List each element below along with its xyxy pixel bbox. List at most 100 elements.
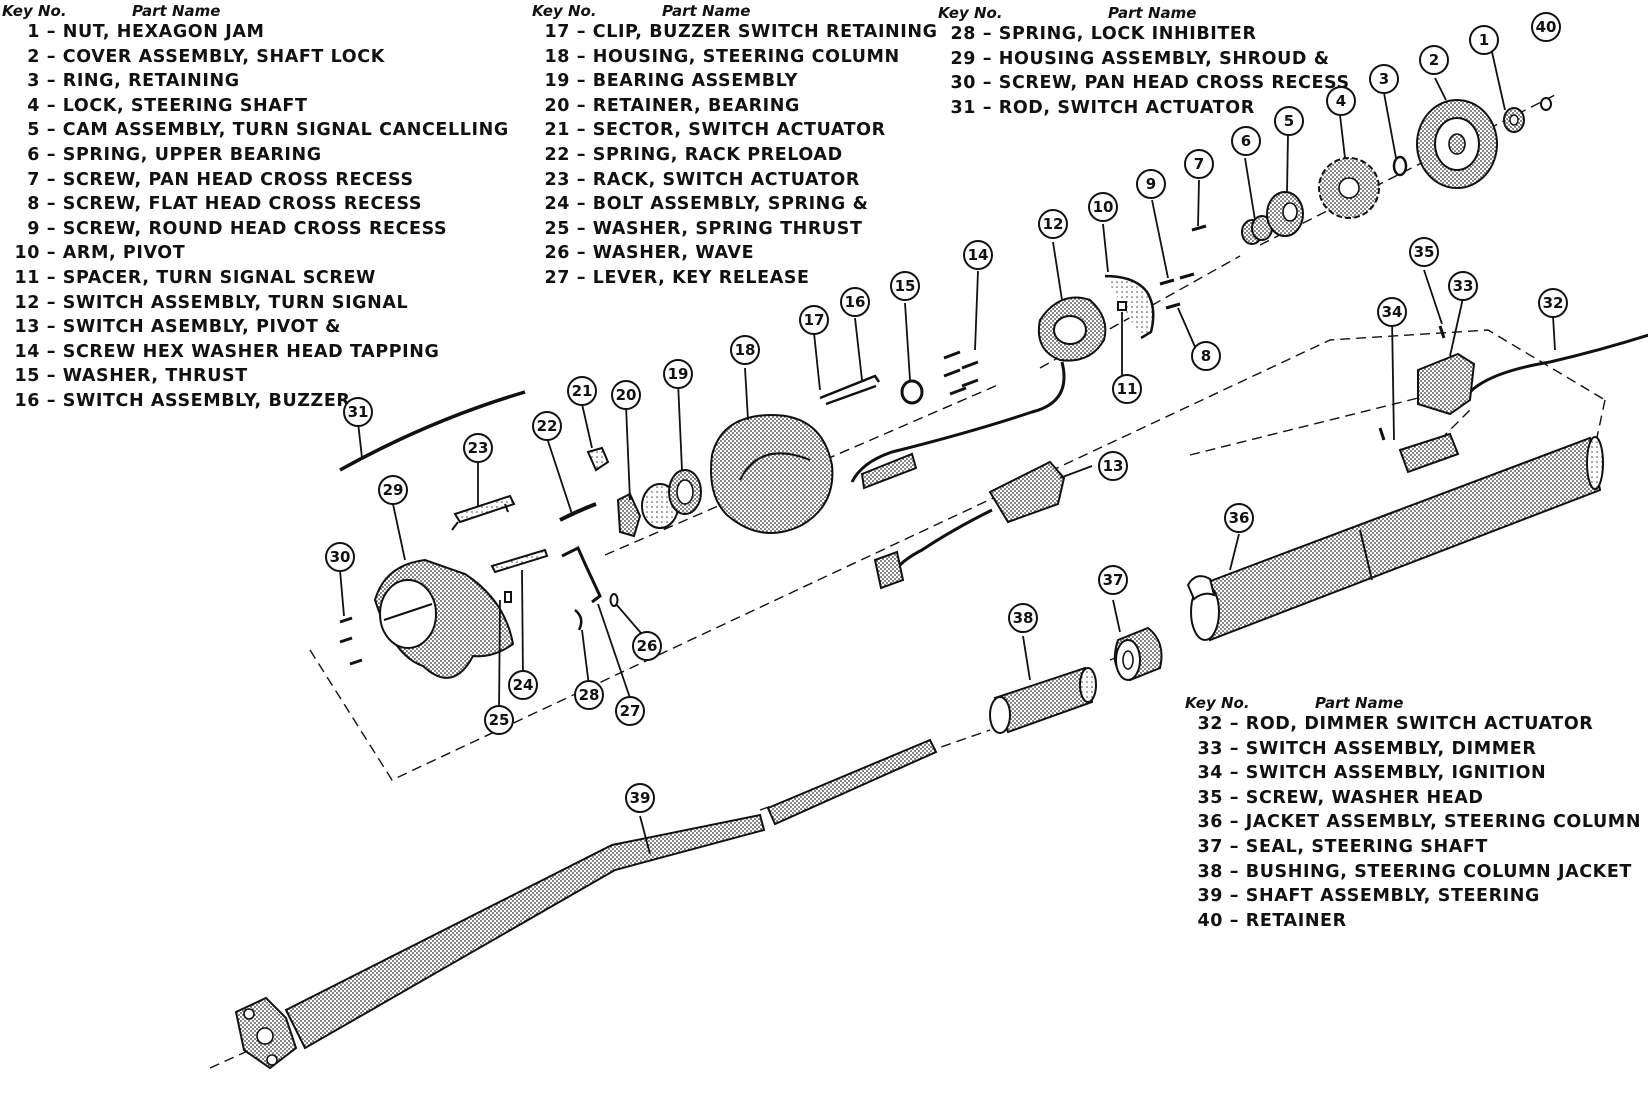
legend-part-name: RETAINER, BEARING bbox=[592, 95, 800, 116]
legend-key-number: 33 bbox=[1197, 738, 1223, 759]
callout-24: 24 bbox=[508, 670, 538, 700]
legend-item: 17 – CLIP, BUZZER SWITCH RETAINING bbox=[532, 22, 938, 47]
callout-35-label: 35 bbox=[1414, 243, 1435, 261]
callout-31: 31 bbox=[343, 397, 373, 427]
callout-7: 7 bbox=[1184, 149, 1214, 179]
legend-key-number: 1 bbox=[27, 22, 40, 42]
legend-item: 11 – SPACER, TURN SIGNAL SCREW bbox=[2, 268, 509, 293]
legend-part-name: SCREW, ROUND HEAD CROSS RECESS bbox=[62, 218, 448, 239]
callout-39: 39 bbox=[625, 783, 655, 813]
legend-part-name: SPRING, LOCK INHIBITER bbox=[998, 24, 1257, 44]
legend-separator: – bbox=[40, 317, 63, 338]
legend-header-key: Key No. bbox=[1185, 694, 1250, 712]
steering-shaft-seal bbox=[1114, 626, 1163, 682]
legend-header: Key No. Part Name bbox=[1185, 694, 1641, 714]
legend-item: 13 – SWITCH ASEMBLY, PIVOT & bbox=[2, 317, 509, 342]
callout-21-label: 21 bbox=[572, 382, 593, 400]
legend-separator: – bbox=[40, 366, 63, 387]
callout-28: 28 bbox=[574, 680, 604, 710]
callout-2: 2 bbox=[1419, 45, 1449, 75]
legend-separator: – bbox=[976, 24, 999, 44]
flat-head-screw bbox=[1165, 302, 1181, 310]
legend-header-key: Key No. bbox=[2, 2, 67, 20]
legend-header-part: Part Name bbox=[1108, 4, 1197, 22]
legend-item: 32 – ROD, DIMMER SWITCH ACTUATOR bbox=[1185, 714, 1641, 739]
callout-30: 30 bbox=[325, 542, 355, 572]
legend-item: 10 – ARM, PIVOT bbox=[2, 243, 509, 268]
callout-21: 21 bbox=[567, 376, 597, 406]
callout-20: 20 bbox=[611, 380, 641, 410]
legend-separator: – bbox=[40, 46, 63, 67]
legend-separator: – bbox=[40, 341, 63, 362]
legend-item: 40 – RETAINER bbox=[1185, 911, 1641, 936]
legend-part-name: SCREW, PAN HEAD CROSS RECESS bbox=[62, 169, 414, 190]
rack-preload-spring bbox=[559, 502, 597, 522]
legend-item: 26 – WASHER, WAVE bbox=[532, 243, 938, 268]
legend-block-4: Key No. Part Name 32 – ROD, DIMMER SWITCH… bbox=[1185, 694, 1641, 935]
upper-bearing-spring bbox=[1241, 215, 1273, 245]
legend-item: 30 – SCREW, PAN HEAD CROSS RECESS bbox=[938, 73, 1350, 98]
callout-15: 15 bbox=[890, 271, 920, 301]
wave-washer bbox=[609, 593, 619, 607]
legend-separator: – bbox=[570, 144, 593, 165]
legend-item: 20 – RETAINER, BEARING bbox=[532, 96, 938, 121]
callout-40-label: 40 bbox=[1536, 18, 1557, 36]
legend-item: 23 – RACK, SWITCH ACTUATOR bbox=[532, 170, 938, 195]
legend-item: 15 – WASHER, THRUST bbox=[2, 366, 509, 391]
callout-28-label: 28 bbox=[579, 686, 600, 704]
retainer bbox=[1540, 97, 1552, 111]
legend-part-name: ROD, SWITCH ACTUATOR bbox=[998, 97, 1255, 118]
callout-18-label: 18 bbox=[735, 341, 756, 359]
legend-part-name: SPRING, RACK PRELOAD bbox=[592, 144, 843, 165]
legend-key-number: 3 bbox=[27, 71, 40, 92]
legend-key-number: 24 bbox=[544, 194, 570, 215]
legend-separator: – bbox=[40, 194, 63, 215]
legend-key-number: 27 bbox=[544, 267, 570, 288]
legend-key-number: 34 bbox=[1197, 763, 1223, 784]
round-head-screws bbox=[1159, 272, 1195, 286]
callout-3-label: 3 bbox=[1379, 70, 1389, 88]
legend-item: 14 – SCREW HEX WASHER HEAD TAPPING bbox=[2, 342, 509, 367]
callout-1: 1 bbox=[1469, 25, 1499, 55]
legend-key-number: 8 bbox=[27, 194, 40, 215]
legend-separator: – bbox=[1223, 812, 1246, 833]
buzzer-switch bbox=[819, 374, 881, 406]
callout-19-label: 19 bbox=[668, 365, 689, 383]
legend-key-number: 37 bbox=[1197, 836, 1223, 857]
legend-separator: – bbox=[40, 120, 63, 141]
legend-item: 34 – SWITCH ASSEMBLY, IGNITION bbox=[1185, 763, 1641, 788]
callout-9: 9 bbox=[1136, 169, 1166, 199]
legend-separator: – bbox=[570, 95, 593, 116]
callout-29: 29 bbox=[378, 475, 408, 505]
legend-header-part: Part Name bbox=[1315, 694, 1404, 712]
callout-9-label: 9 bbox=[1146, 175, 1156, 193]
legend-key-number: 28 bbox=[950, 24, 976, 44]
callout-35: 35 bbox=[1409, 237, 1439, 267]
callout-17-label: 17 bbox=[804, 311, 825, 329]
callout-36-label: 36 bbox=[1229, 509, 1250, 527]
callout-20-label: 20 bbox=[616, 386, 637, 404]
legend-key-number: 26 bbox=[544, 243, 570, 264]
legend-key-number: 11 bbox=[14, 267, 40, 288]
legend-part-name: SCREW, WASHER HEAD bbox=[1245, 787, 1484, 808]
legend-key-number: 4 bbox=[27, 95, 40, 116]
legend-part-name: ARM, PIVOT bbox=[62, 243, 186, 264]
legend-item: 24 – BOLT ASSEMBLY, SPRING & bbox=[532, 194, 938, 219]
legend-part-name: HOUSING, STEERING COLUMN bbox=[592, 46, 900, 67]
legend-key-number: 16 bbox=[14, 390, 40, 411]
callout-13-label: 13 bbox=[1103, 457, 1124, 475]
legend-block-3: Key No.Part Name 28 – SPRING, LOCK INHIB… bbox=[938, 4, 1350, 122]
legend-part-name: SWITCH ASSEMBLY, DIMMER bbox=[1245, 738, 1537, 759]
callout-22: 22 bbox=[532, 411, 562, 441]
callout-14: 14 bbox=[963, 240, 993, 270]
legend-key-number: 25 bbox=[544, 218, 570, 239]
callout-33-label: 33 bbox=[1453, 277, 1474, 295]
legend-part-name: SEAL, STEERING SHAFT bbox=[1245, 836, 1488, 857]
callout-12-label: 12 bbox=[1043, 215, 1064, 233]
legend-item: 37 – SEAL, STEERING SHAFT bbox=[1185, 837, 1641, 862]
legend-separator: – bbox=[40, 71, 63, 92]
callout-23: 23 bbox=[463, 433, 493, 463]
callout-leaders bbox=[339, 51, 1556, 855]
callout-38-label: 38 bbox=[1013, 609, 1034, 627]
callout-34-label: 34 bbox=[1382, 303, 1403, 321]
